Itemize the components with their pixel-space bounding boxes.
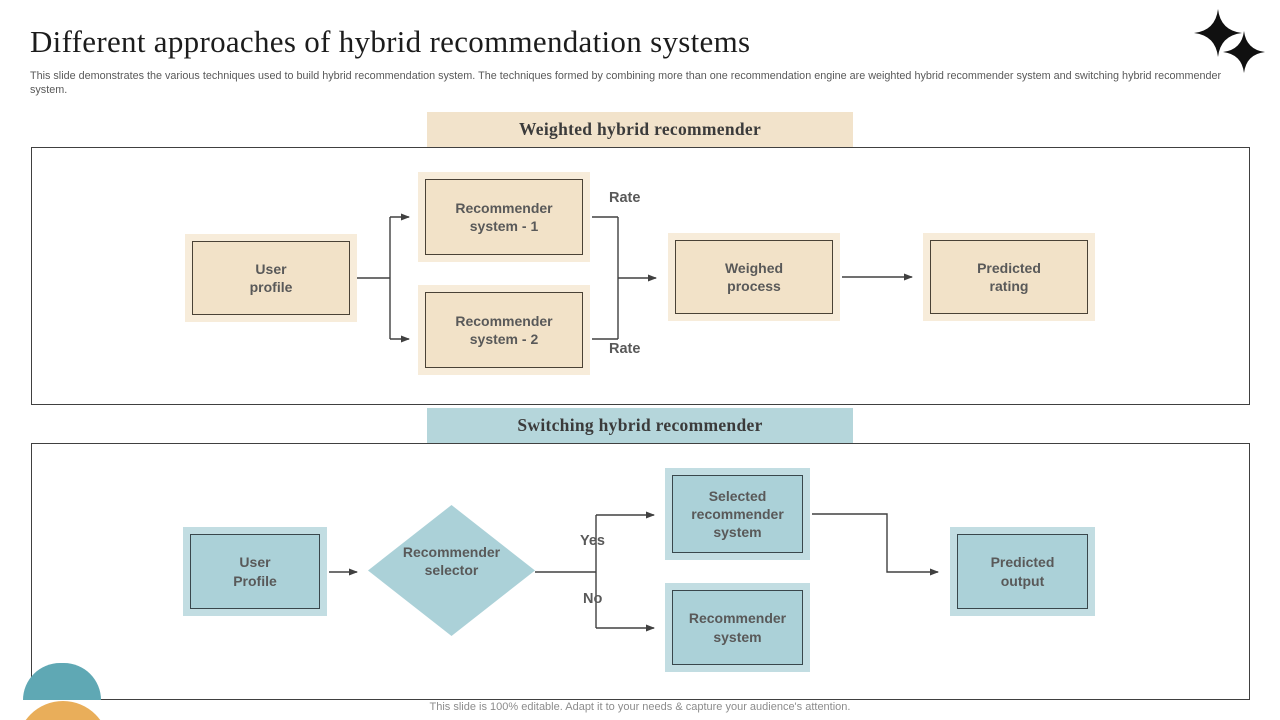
- node-weighed-process: Weighed process: [668, 233, 840, 321]
- edge-label-rate-top: Rate: [609, 190, 641, 206]
- node-predicted-rating-label: Predicted rating: [930, 240, 1088, 314]
- sparkles-icon: [1194, 9, 1265, 73]
- node-recommender-system-1-label: Recommender system - 1: [425, 179, 583, 255]
- edge-label-yes: Yes: [580, 533, 605, 549]
- slide-description: This slide demonstrates the various tech…: [30, 70, 1222, 97]
- switching-diagram-panel: [31, 443, 1250, 700]
- node-recommender-system: Recommender system: [665, 583, 810, 672]
- node-selected-recommender-system-label: Selected recommender system: [672, 475, 803, 553]
- edge-label-no: No: [583, 591, 603, 607]
- node-recommender-system-2: Recommender system - 2: [418, 285, 590, 375]
- node-predicted-output-label: Predicted output: [957, 534, 1088, 609]
- node-selected-recommender-system: Selected recommender system: [665, 468, 810, 560]
- node-predicted-rating: Predicted rating: [923, 233, 1095, 321]
- node-weighed-process-label: Weighed process: [675, 240, 833, 314]
- edge-label-rate-bottom: Rate: [609, 341, 641, 357]
- node-user-profile-2-label: User Profile: [190, 534, 320, 609]
- weighted-section-header: Weighted hybrid recommender: [427, 112, 853, 147]
- node-user-profile-2: User Profile: [183, 527, 327, 616]
- weighted-diagram-panel: [31, 147, 1250, 405]
- node-recommender-system-2-label: Recommender system - 2: [425, 292, 583, 368]
- node-user-profile-label: User profile: [192, 241, 350, 315]
- page-title: Different approaches of hybrid recommend…: [30, 24, 751, 59]
- node-recommender-system-label: Recommender system: [672, 590, 803, 665]
- node-recommender-system-1: Recommender system - 1: [418, 172, 590, 262]
- switching-section-header: Switching hybrid recommender: [427, 408, 853, 443]
- node-user-profile: User profile: [185, 234, 357, 322]
- node-recommender-selector-label: Recommender selector: [402, 544, 501, 579]
- footer-note: This slide is 100% editable. Adapt it to…: [429, 701, 851, 713]
- node-predicted-output: Predicted output: [950, 527, 1095, 616]
